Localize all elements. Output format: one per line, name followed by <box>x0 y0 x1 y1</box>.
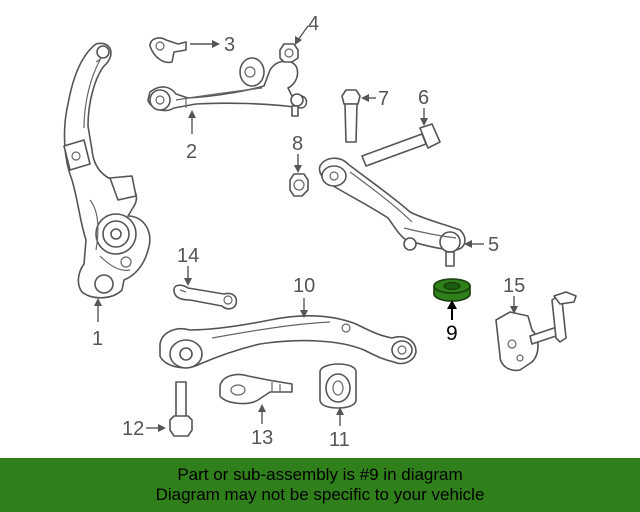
svg-text:4: 4 <box>308 13 319 35</box>
callout-14: 14 <box>177 245 199 286</box>
callout-13: 13 <box>251 404 273 449</box>
part-1-steering-knuckle[interactable] <box>63 42 151 299</box>
callout-2: 2 <box>186 110 197 163</box>
callout-9: 9 <box>446 300 458 345</box>
svg-text:10: 10 <box>293 275 315 297</box>
svg-text:8: 8 <box>292 133 303 155</box>
svg-text:11: 11 <box>329 429 350 451</box>
part-7-bolt[interactable] <box>341 89 361 143</box>
svg-text:5: 5 <box>488 234 499 256</box>
callout-8: 8 <box>292 133 303 173</box>
callout-5: 5 <box>464 234 499 256</box>
part-13-bracket[interactable] <box>219 373 293 405</box>
callout-6: 6 <box>418 87 429 126</box>
parts-diagram: 1 2 3 4 <box>63 13 577 451</box>
svg-text:9: 9 <box>446 322 458 345</box>
svg-text:2: 2 <box>186 141 197 163</box>
info-banner: Part or sub-assembly is #9 in diagram Di… <box>0 458 640 512</box>
part-4-nut[interactable] <box>279 43 299 63</box>
callout-10: 10 <box>293 275 315 318</box>
svg-text:1: 1 <box>92 328 103 350</box>
svg-text:13: 13 <box>251 427 273 449</box>
callout-3: 3 <box>190 34 235 56</box>
callout-11: 11 <box>329 407 350 451</box>
svg-text:15: 15 <box>503 275 525 297</box>
svg-text:3: 3 <box>224 34 235 56</box>
part-12-bolt[interactable] <box>169 381 193 437</box>
callout-1: 1 <box>92 298 103 350</box>
callout-4: 4 <box>295 13 319 45</box>
part-9-highlighted-nut[interactable] <box>433 278 471 302</box>
part-3-bracket[interactable] <box>149 37 187 64</box>
part-14-link[interactable] <box>173 284 238 310</box>
part-8-nut[interactable] <box>289 173 309 197</box>
part-11-bushing[interactable] <box>319 363 357 409</box>
svg-text:14: 14 <box>177 245 199 267</box>
part-5-lower-control-arm[interactable] <box>318 157 466 267</box>
callout-7: 7 <box>361 88 389 110</box>
svg-text:6: 6 <box>418 87 429 109</box>
part-6-long-bolt[interactable] <box>361 123 441 167</box>
banner-line-2: Diagram may not be specific to your vehi… <box>155 485 485 504</box>
banner-line-1: Part or sub-assembly is #9 in diagram <box>177 465 463 484</box>
callout-12: 12 <box>122 418 166 440</box>
svg-text:7: 7 <box>378 88 389 110</box>
part-15-sensor-bracket[interactable] <box>495 291 577 372</box>
callout-15: 15 <box>503 275 525 314</box>
part-10-lower-arm[interactable] <box>159 315 417 369</box>
svg-text:12: 12 <box>122 418 144 440</box>
part-2-upper-control-arm[interactable] <box>147 57 308 117</box>
